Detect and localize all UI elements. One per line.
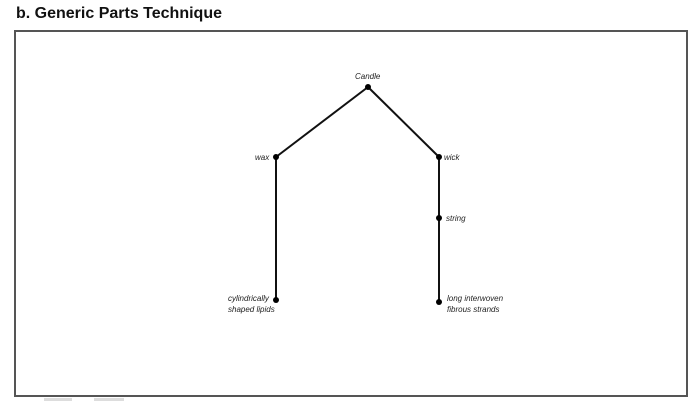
label-candle: Candle <box>355 72 381 81</box>
node-string <box>436 215 442 221</box>
diagram-frame <box>14 30 688 397</box>
section-title: b. Generic Parts Technique <box>16 5 222 22</box>
edge-candle-wick <box>367 86 440 158</box>
label-string: string <box>446 214 466 223</box>
label-lipids: cylindrically shaped lipids <box>228 293 275 315</box>
label-wick: wick <box>444 153 460 162</box>
node-wax <box>273 154 279 160</box>
label-lipids-line1: cylindrically <box>228 294 269 303</box>
node-wick <box>436 154 442 160</box>
edge-candle-wax <box>275 86 369 158</box>
label-wax: wax <box>255 153 270 162</box>
label-lipids-line2: shaped lipids <box>228 305 275 314</box>
node-strands <box>436 299 442 305</box>
label-strands: long interwoven fibrous strands <box>447 293 503 315</box>
node-lipids <box>273 297 279 303</box>
node-candle <box>365 84 371 90</box>
footer-mark <box>94 398 124 401</box>
footer-mark <box>44 398 72 401</box>
label-strands-line1: long interwoven <box>447 294 504 303</box>
label-strands-line2: fibrous strands <box>447 305 500 314</box>
